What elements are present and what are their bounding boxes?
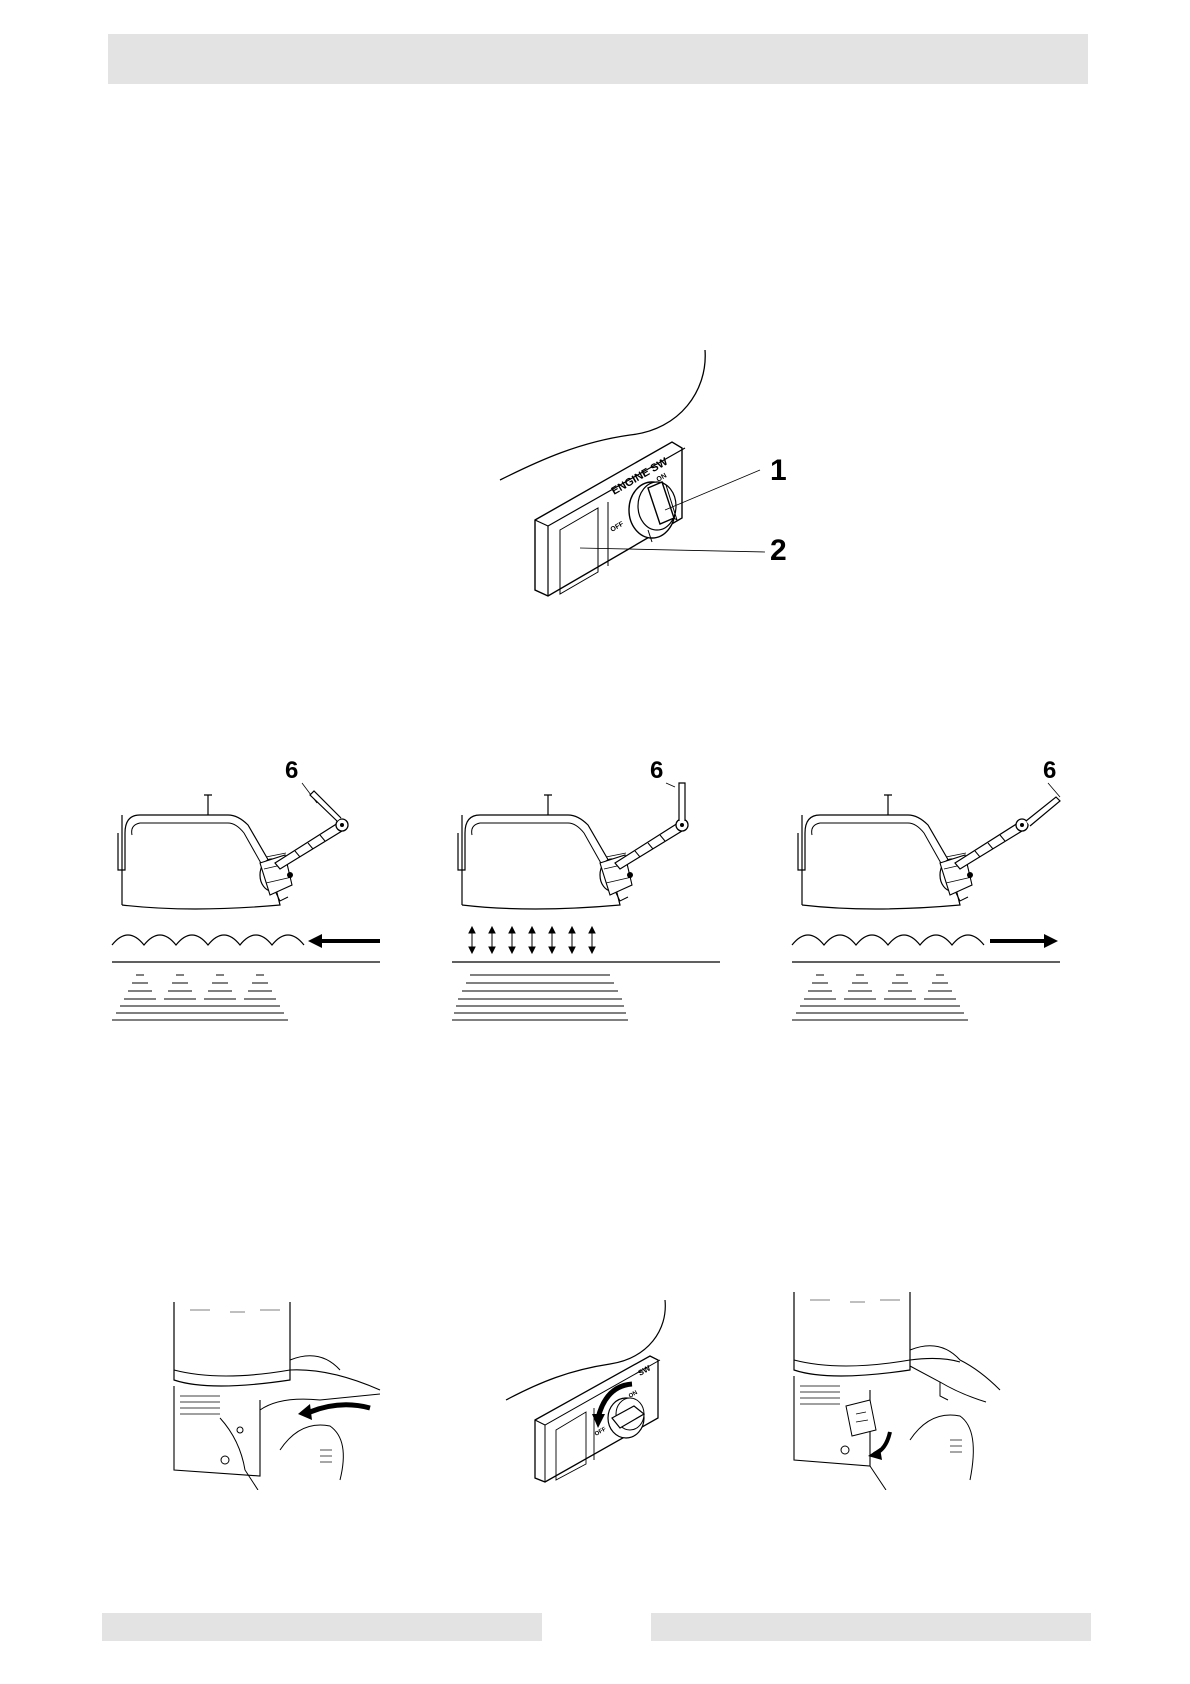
- engine-switch-figure: ENGINE SW ON OFF 1 2: [480, 350, 860, 610]
- footer-band-left: [102, 1613, 542, 1641]
- vertical-vibration-arrows: [469, 927, 595, 953]
- fuel-cock-figure: [790, 1290, 1020, 1490]
- fuel-cock-turn-arrow-icon: [868, 1432, 890, 1460]
- control-lever-icon: [615, 783, 688, 869]
- ground-wave-line: [112, 935, 304, 945]
- control-lever-icon: [955, 797, 1060, 869]
- lever-position-neutral-figure: 6: [450, 745, 740, 1055]
- direction-arrow-left-icon: [308, 934, 380, 948]
- soil-compaction-hatching: [452, 975, 628, 1020]
- lever-callout-right: 6: [1043, 757, 1056, 784]
- lever-callout-left: 6: [285, 757, 298, 784]
- ground-wave-line: [792, 935, 984, 945]
- lever-position-forward-figure: 6: [790, 745, 1080, 1055]
- lever-position-reverse-figure: 6: [110, 745, 400, 1055]
- header-band: [108, 34, 1088, 84]
- lever-callout-middle: 6: [650, 757, 663, 784]
- direction-arrow-right-icon: [990, 934, 1058, 948]
- ignition-knob-icon: [608, 1398, 644, 1438]
- throttle-turn-arrow-icon: [298, 1404, 370, 1420]
- soil-compaction-hatching: [792, 975, 968, 1020]
- callout-2: 2: [770, 534, 787, 567]
- throttle-lever-figure: [170, 1300, 400, 1490]
- soil-compaction-hatching: [112, 975, 288, 1020]
- footer-band-right: [651, 1613, 1091, 1641]
- control-lever-icon: [275, 791, 348, 869]
- callout-1: 1: [770, 454, 787, 487]
- switch-off-figure: SW ON OFF: [500, 1300, 690, 1490]
